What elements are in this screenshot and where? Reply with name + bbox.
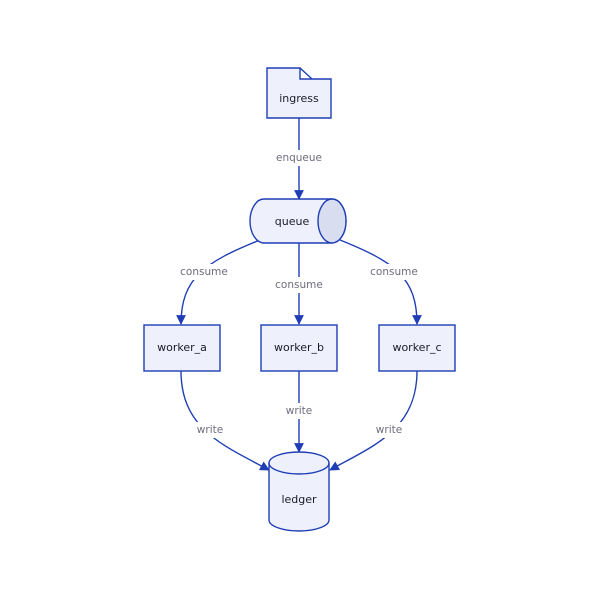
node-ingress[interactable]: ingress	[266, 67, 332, 119]
worker-b-box	[260, 324, 338, 372]
edge-label-write-b: write	[286, 405, 312, 417]
edge-queue-worker-c	[339, 239, 422, 325]
database-top-rim	[268, 462, 330, 475]
worker-a-box	[143, 324, 221, 372]
node-ledger[interactable]: ledger	[268, 451, 330, 532]
node-label-worker-b: worker_b	[274, 341, 324, 354]
worker-c-box	[378, 324, 456, 372]
node-label-worker-a: worker_a	[157, 341, 207, 354]
database-body-shape	[268, 451, 330, 532]
node-label-worker-c: worker_c	[392, 341, 441, 354]
queue-cap-shape	[317, 198, 347, 244]
node-worker-b[interactable]: worker_b	[260, 324, 338, 372]
node-label-ledger: ledger	[281, 493, 317, 506]
edge-worker-a-ledger	[180, 370, 270, 471]
node-label-ingress: ingress	[279, 92, 319, 105]
edge-labels: enqueue consume consume consume write wr…	[176, 150, 422, 438]
edge-queue-worker-a	[176, 239, 261, 325]
edge-label-consume-c: consume	[370, 266, 418, 278]
edge-label-consume-b: consume	[275, 279, 323, 291]
node-queue[interactable]: queue	[249, 198, 347, 244]
edge-label-write-c: write	[376, 424, 402, 436]
node-worker-c[interactable]: worker_c	[378, 324, 456, 372]
edge-label-enqueue: enqueue	[276, 152, 322, 164]
edge-label-consume-a: consume	[180, 266, 228, 278]
node-label-queue: queue	[275, 215, 310, 228]
node-worker-a[interactable]: worker_a	[143, 324, 221, 372]
edge-worker-c-ledger	[329, 370, 418, 471]
edge-label-write-a: write	[197, 424, 223, 436]
